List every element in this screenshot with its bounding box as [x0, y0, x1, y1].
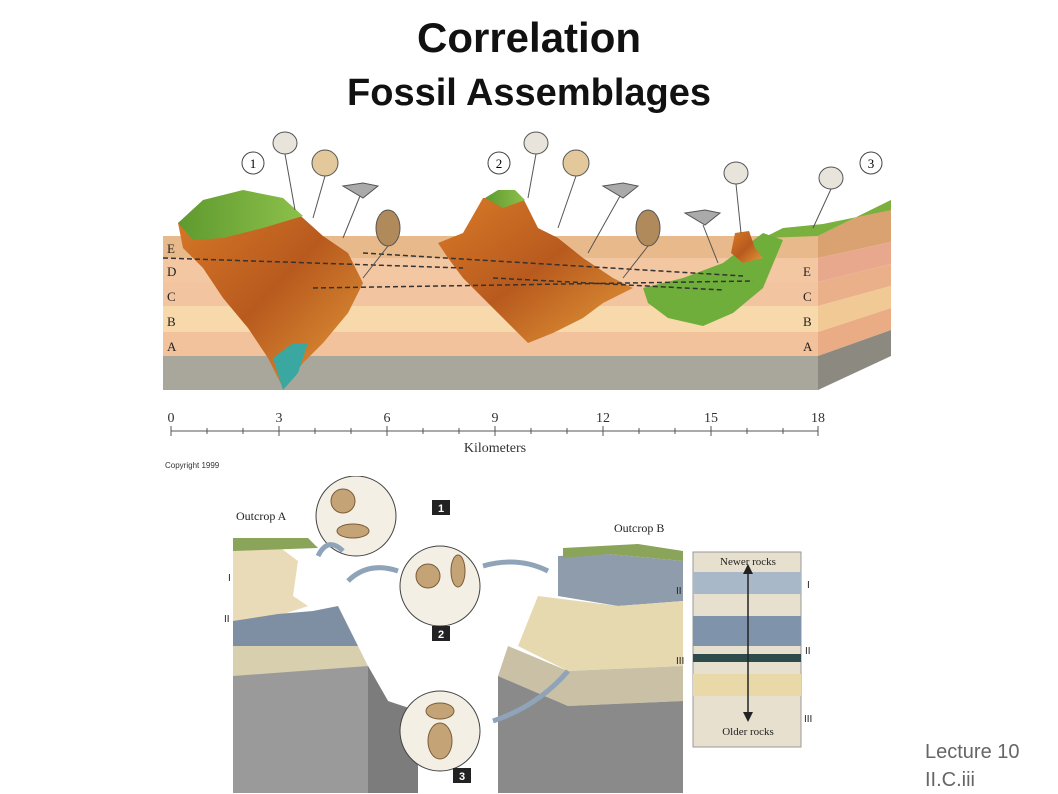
lecture-reference: Lecture 10 II.C.iii	[925, 738, 1020, 794]
step-label-2: 2	[438, 629, 444, 641]
layer-label-left-E: E	[167, 241, 175, 256]
hill-1	[178, 190, 363, 390]
scale-unit-label: Kilometers	[464, 441, 526, 456]
slide-title: Correlation	[416, 14, 642, 61]
scale-tick-9: 9	[492, 411, 499, 426]
scale-tick-12: 12	[596, 411, 610, 426]
column-unit-I: I	[807, 580, 810, 591]
step-label-3: 3	[459, 771, 465, 783]
layer-label-right-B: B	[803, 314, 812, 329]
outcrop-a-label: Outcrop A	[236, 509, 287, 523]
newer-rocks-label: Newer rocks	[720, 556, 776, 568]
site-markers	[241, 151, 883, 175]
outcrop-a-block	[233, 538, 418, 793]
slide-subtitle: Fossil Assemblages	[347, 72, 711, 114]
fossil-icons	[272, 131, 844, 247]
scale-tick-6: 6	[384, 411, 391, 426]
kilometer-scale	[170, 426, 819, 436]
layer-label-left-A: A	[167, 339, 177, 354]
correlation-lines	[163, 252, 754, 291]
outcrop-b-unit-III: III	[676, 656, 684, 667]
scale-tick-0: 0	[168, 411, 175, 426]
column-unit-III: III	[804, 714, 812, 725]
outcrop-diagram: 1 2 3 Outcrop A Outcrop B I II II III Ne…	[218, 476, 818, 793]
layer-label-left-D: D	[167, 264, 176, 279]
scale-tick-15: 15	[704, 411, 718, 426]
hill-2	[438, 190, 633, 343]
layer-label-right-C: C	[803, 289, 812, 304]
column-unit-II: II	[805, 646, 811, 657]
outcrop-a-unit-II: II	[224, 614, 230, 625]
pinnacle	[731, 231, 763, 263]
base-layer	[163, 356, 818, 390]
lecture-number: Lecture 10	[925, 741, 1020, 763]
step-label-1: 1	[438, 503, 444, 515]
outcrop-b-label: Outcrop B	[614, 521, 664, 535]
layer-label-left-B: B	[167, 314, 176, 329]
layer-label-right-E: E	[803, 264, 811, 279]
section-code: II.C.iii	[925, 769, 975, 791]
site-label-1: 1	[250, 156, 257, 171]
outcrop-a-unit-I: I	[228, 573, 231, 584]
block-diagram: 1 2 3 E D C B A E C B A	[163, 128, 895, 475]
scale-tick-18: 18	[811, 411, 825, 426]
layer-label-left-C: C	[167, 289, 176, 304]
site-label-2: 2	[496, 156, 503, 171]
site-label-3: 3	[868, 156, 875, 171]
composite-column	[692, 551, 802, 748]
outcrop-b-unit-II: II	[676, 586, 682, 597]
copyright-text: Copyright 1999	[165, 461, 220, 470]
older-rocks-label: Older rocks	[722, 726, 774, 738]
scale-tick-3: 3	[276, 411, 283, 426]
step-label-boxes	[432, 500, 471, 783]
layer-label-right-A: A	[803, 339, 813, 354]
